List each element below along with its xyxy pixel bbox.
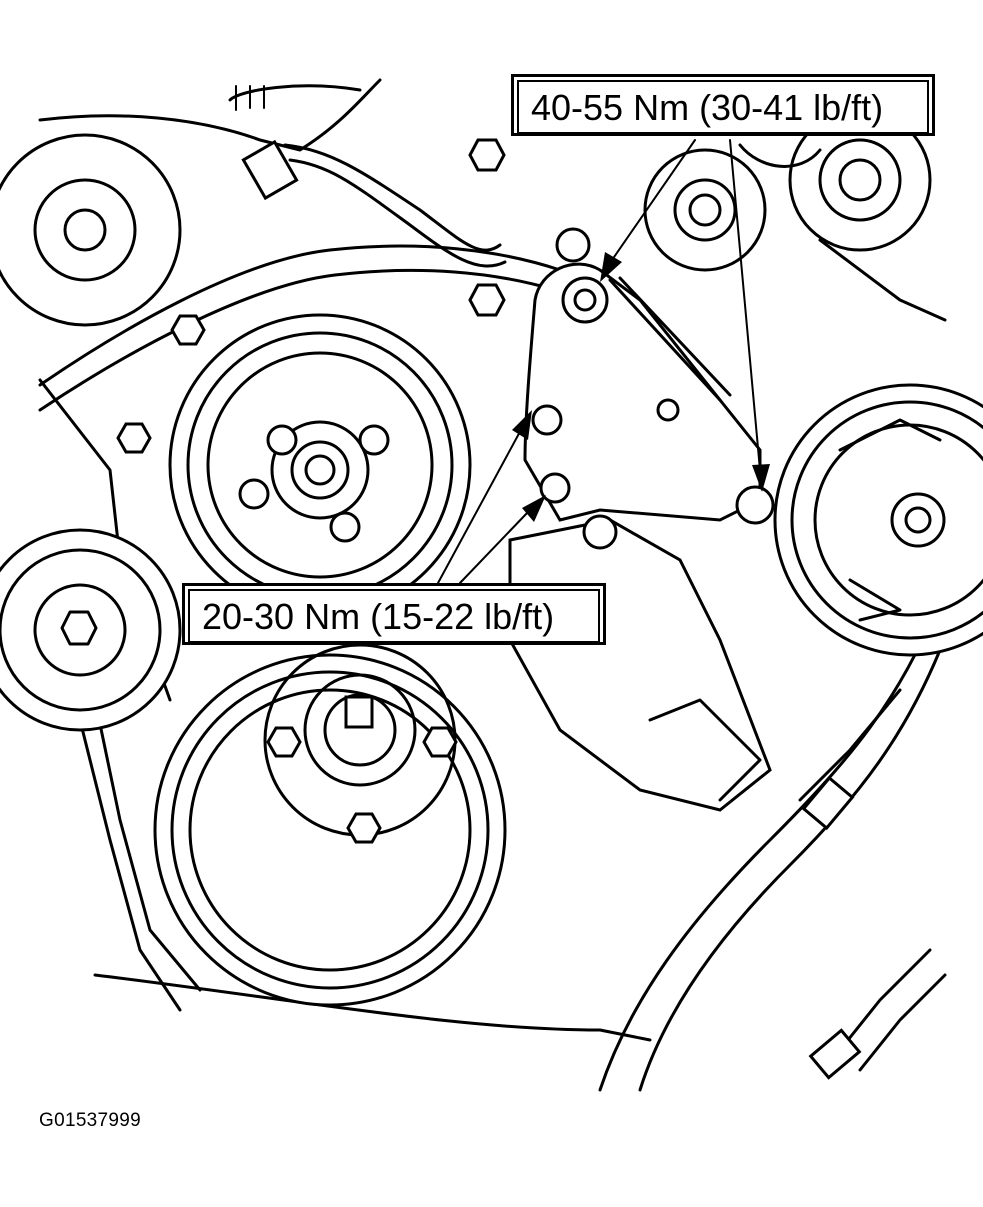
bolts [116, 138, 591, 454]
drive-belt [38, 244, 942, 1092]
upper-leader-line-left [611, 139, 696, 261]
upper-torque-label: 40-55 Nm (30-41 lb/ft) [517, 80, 929, 134]
hoses [241, 139, 947, 1080]
lower-leader-line-bottom [459, 511, 529, 584]
water-pump-pulley [168, 313, 472, 617]
upper-left-pulley [0, 133, 182, 327]
lower-leader-line-top [437, 427, 523, 584]
upper-arrowhead-right [752, 464, 770, 492]
upper-right-pulleys [643, 108, 947, 322]
power-steering-pulley [773, 383, 983, 657]
lower-torque-callout: 20-30 Nm (15-22 lb/ft) [182, 583, 606, 645]
lower-arrowhead-bottom [522, 495, 546, 522]
upper-arrowhead-left [600, 252, 622, 282]
tensioner-body [508, 514, 772, 812]
figure-code: G01537999 [39, 1110, 142, 1131]
left-idler-pulley [0, 528, 182, 732]
leader-lines [437, 139, 770, 584]
upper-torque-callout: 40-55 Nm (30-41 lb/ft) [511, 74, 935, 136]
tensioner-bracket [523, 262, 775, 525]
upper-leader-line-right [729, 139, 761, 471]
crankshaft-pulley [153, 643, 507, 1007]
lower-arrowhead-top [512, 410, 532, 440]
lower-torque-label: 20-30 Nm (15-22 lb/ft) [188, 589, 600, 643]
